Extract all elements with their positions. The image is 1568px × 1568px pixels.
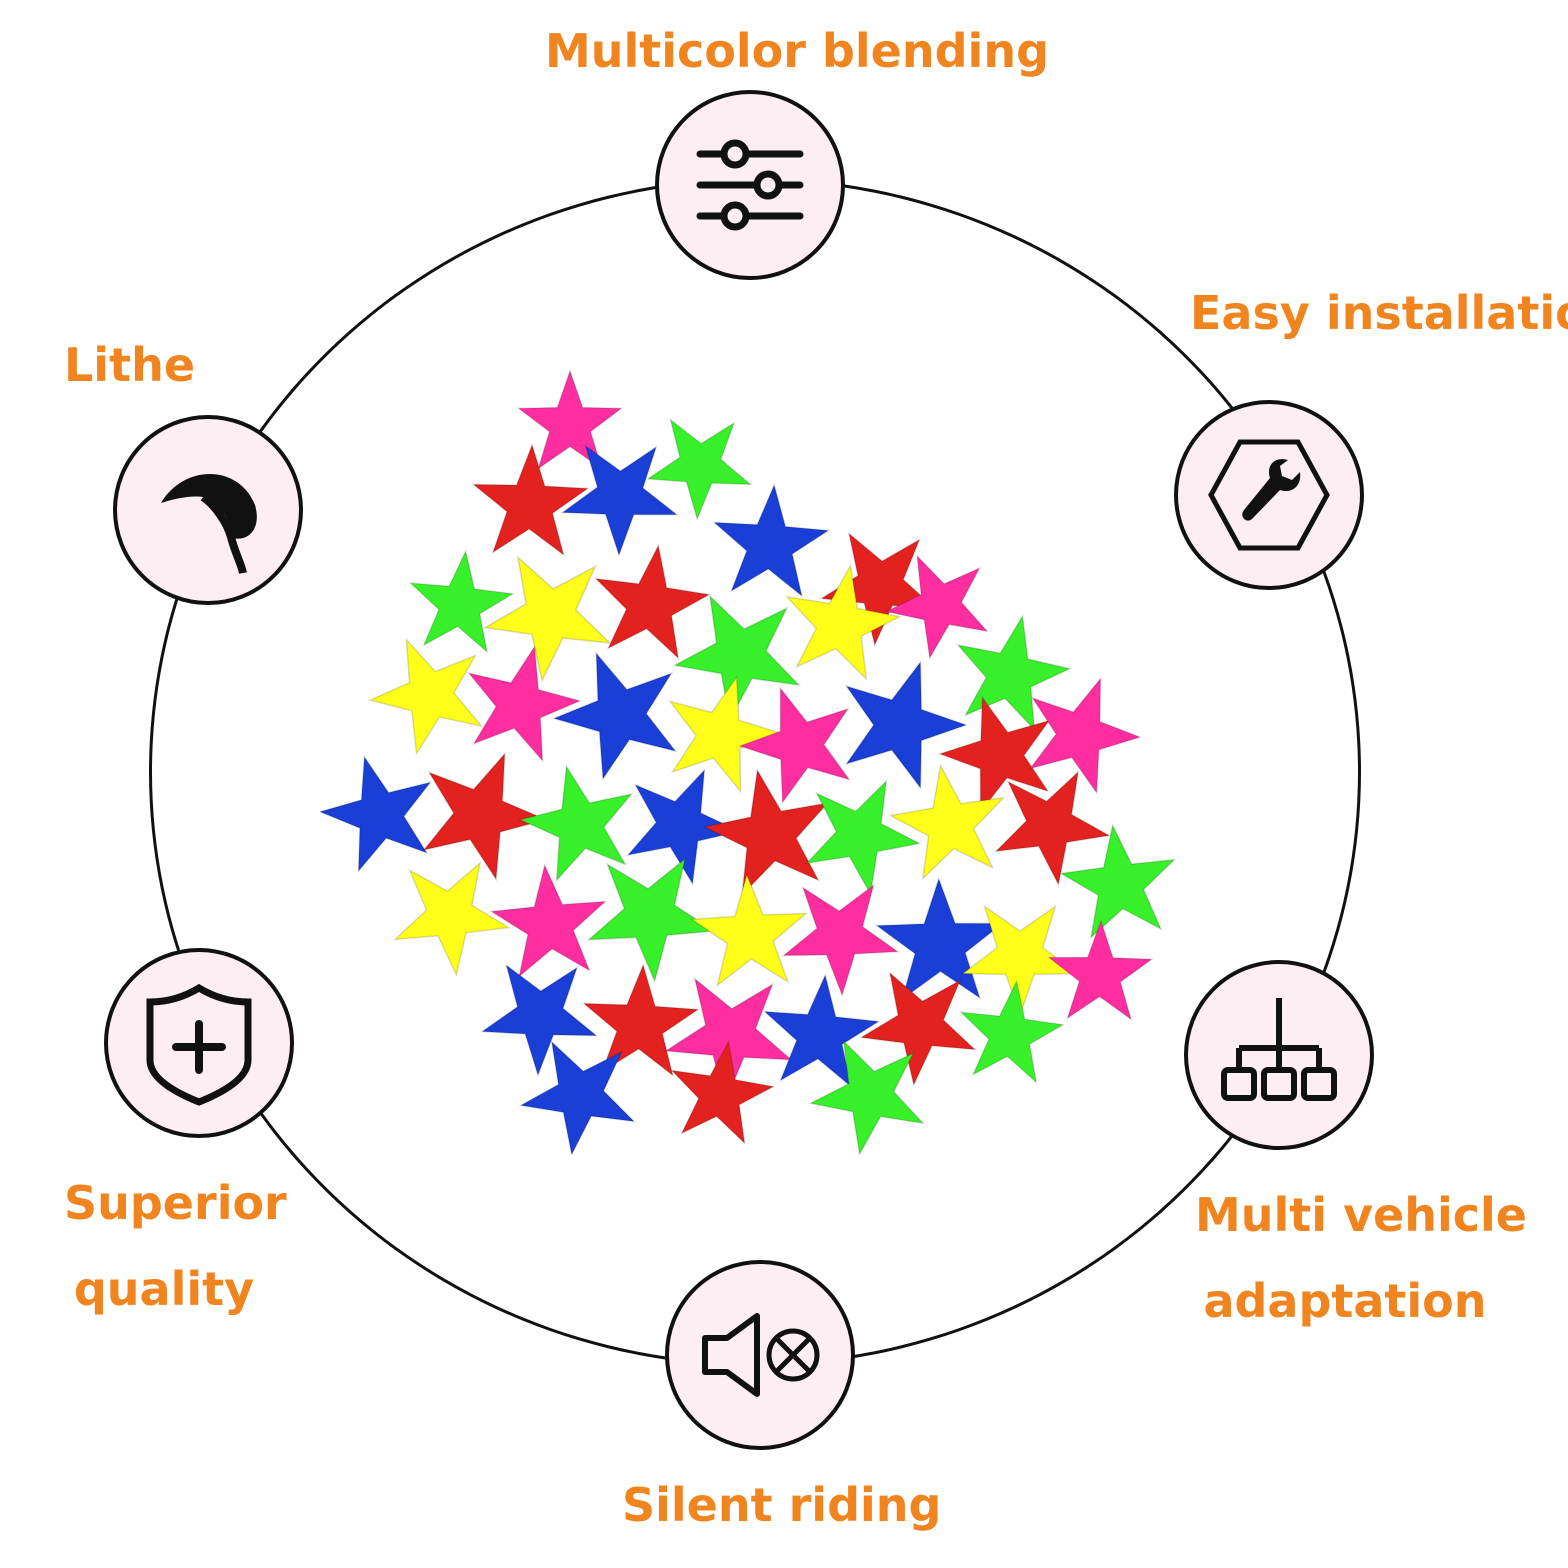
- star-bead: [403, 545, 518, 655]
- badge-silent-riding: [665, 1260, 855, 1450]
- badge-easy-installation: [1174, 400, 1364, 590]
- leaf-icon: [161, 474, 257, 574]
- star-bead: [822, 641, 981, 796]
- star-bead: [482, 848, 629, 998]
- badge-lithe: [113, 415, 303, 605]
- star-bead: [726, 662, 884, 821]
- star-bead: [579, 961, 701, 1078]
- hierarchy-icon: [1221, 998, 1337, 1101]
- speaker-mute-icon: [702, 1313, 820, 1397]
- label-multicolor-blending: Multicolor blending: [545, 24, 1050, 78]
- star-bead: [452, 632, 591, 767]
- label-superior: Superior: [64, 1176, 287, 1230]
- shield-plus-icon: [146, 983, 252, 1106]
- label-adaptation: adaptation: [1203, 1274, 1487, 1328]
- label-lithe: Lithe: [64, 338, 196, 392]
- label-quality: quality: [73, 1262, 255, 1316]
- label-easy-installation: Easy installation: [1190, 286, 1568, 340]
- wrench-hexagon-icon: [1208, 439, 1330, 551]
- label-multi-vehicle: Multi vehicle: [1195, 1188, 1527, 1242]
- star-spoke-beads-image: [320, 370, 1200, 1155]
- badge-superior-quality: [104, 948, 294, 1138]
- star-bead: [320, 733, 463, 891]
- badge-multicolor: [655, 90, 845, 280]
- star-bead: [470, 442, 590, 557]
- star-bead: [650, 660, 793, 799]
- star-bead: [508, 744, 662, 900]
- label-silent-riding: Silent riding: [622, 1478, 942, 1532]
- star-bead: [708, 480, 832, 599]
- sliders-icon: [696, 139, 804, 231]
- badge-multi-vehicle: [1184, 960, 1374, 1150]
